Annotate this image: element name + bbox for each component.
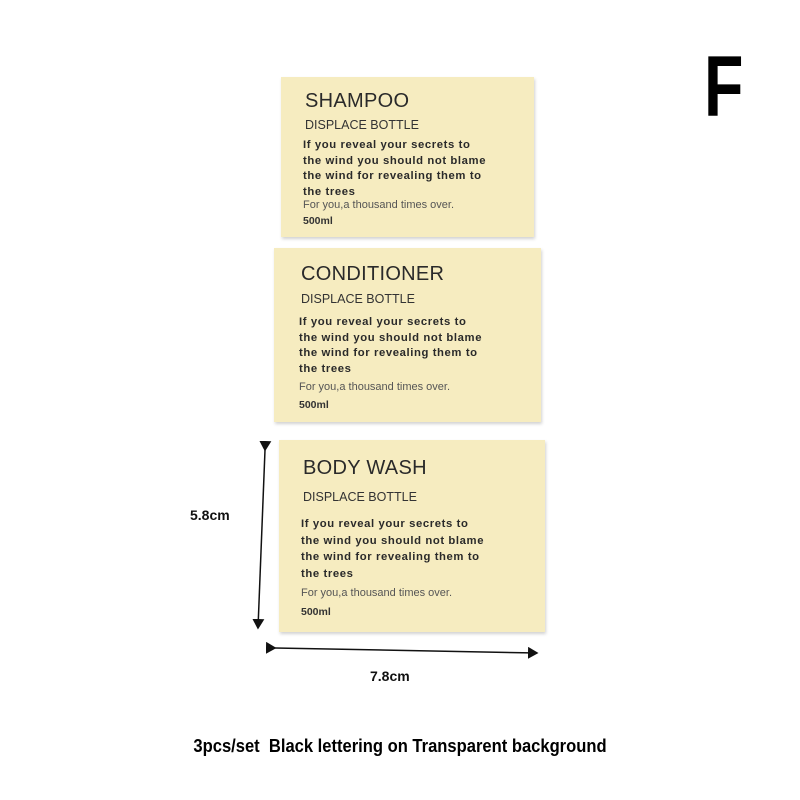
body-line: If you reveal your secrets to — [303, 139, 471, 151]
label-title: BODY WASH — [303, 457, 427, 479]
body-line: the wind you should not blame — [299, 331, 483, 344]
label-title: SHAMPOO — [305, 90, 410, 112]
label-body: If you reveal your secrets to the wind y… — [299, 315, 482, 377]
body-line: the trees — [301, 567, 354, 580]
body-line: If you reveal your secrets to — [299, 316, 467, 328]
body-line: If you reveal your secrets to — [301, 518, 469, 530]
label-body: If you reveal your secrets to the wind y… — [303, 138, 486, 200]
body-line: the wind you should not blame — [301, 534, 485, 547]
caption: 3pcs/set Black lettering on Transparent … — [193, 736, 607, 756]
label-subtitle: DISPLACE BOTTLE — [303, 490, 417, 504]
label-volume: 500ml — [303, 215, 333, 227]
variant-letter: F — [704, 39, 744, 135]
width-arrow — [265, 641, 539, 659]
body-line: the trees — [299, 362, 352, 375]
conditioner-label: CONDITIONER DISPLACE BOTTLE If you revea… — [274, 248, 541, 422]
label-title: CONDITIONER — [301, 263, 445, 285]
label-tagline: For you,a thousand times over. — [301, 587, 453, 599]
body-wash-label: BODY WASH DISPLACE BOTTLE If you reveal … — [279, 440, 545, 632]
body-line: the wind for revealing them to — [299, 347, 478, 359]
label-volume: 500ml — [299, 399, 329, 411]
shampoo-label: SHAMPOO DISPLACE BOTTLE If you reveal yo… — [281, 77, 534, 237]
width-dimension: 7.8cm — [370, 668, 410, 684]
label-subtitle: DISPLACE BOTTLE — [305, 118, 419, 132]
height-arrow — [252, 440, 272, 630]
label-tagline: For you,a thousand times over. — [303, 199, 455, 211]
body-line: the wind for revealing them to — [303, 170, 482, 182]
height-dimension: 5.8cm — [190, 507, 230, 523]
label-tagline: For you,a thousand times over. — [299, 381, 451, 393]
label-body: If you reveal your secrets to the wind y… — [301, 516, 484, 582]
body-line: the wind you should not blame — [303, 154, 487, 167]
body-line: the trees — [303, 185, 356, 198]
body-line: the wind for revealing them to — [301, 551, 480, 563]
label-volume: 500ml — [301, 606, 331, 618]
label-subtitle: DISPLACE BOTTLE — [301, 292, 415, 306]
